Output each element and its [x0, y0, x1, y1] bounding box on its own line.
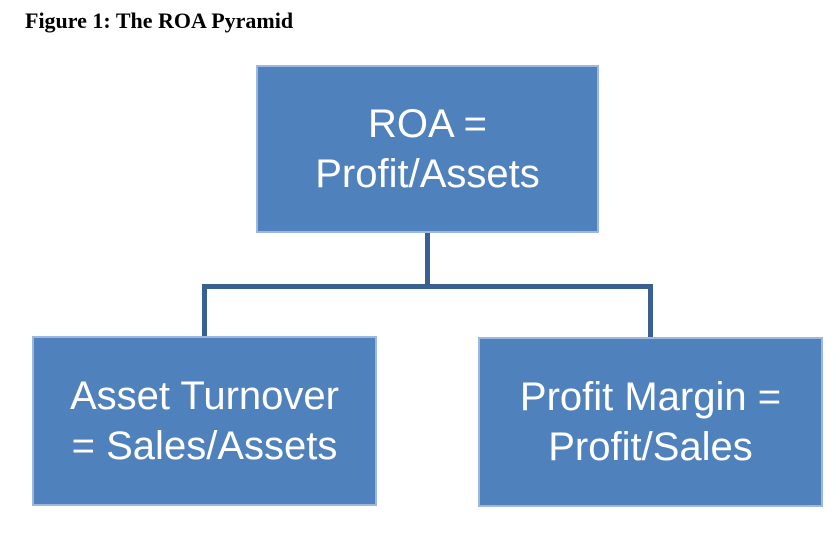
node-asset-turnover: Asset Turnover = Sales/Assets	[32, 336, 377, 506]
node-roa-line1: ROA =	[368, 102, 487, 146]
node-asset-turnover-line2: = Sales/Assets	[71, 424, 338, 468]
node-roa-line2: Profit/Assets	[315, 152, 540, 196]
node-profit-margin: Profit Margin = Profit/Sales	[478, 337, 823, 507]
connector-crossbar	[202, 284, 653, 289]
node-profit-margin-line1: Profit Margin =	[519, 375, 782, 419]
node-asset-turnover-line1: Asset Turnover	[69, 374, 339, 418]
connector-right-drop	[648, 284, 653, 337]
figure-title: Figure 1: The ROA Pyramid	[25, 8, 294, 33]
node-roa: ROA = Profit/Assets	[256, 65, 599, 233]
connector-left-drop	[202, 284, 207, 336]
node-profit-margin-line2: Profit/Sales	[548, 425, 753, 469]
connector-root-stub	[425, 233, 430, 286]
